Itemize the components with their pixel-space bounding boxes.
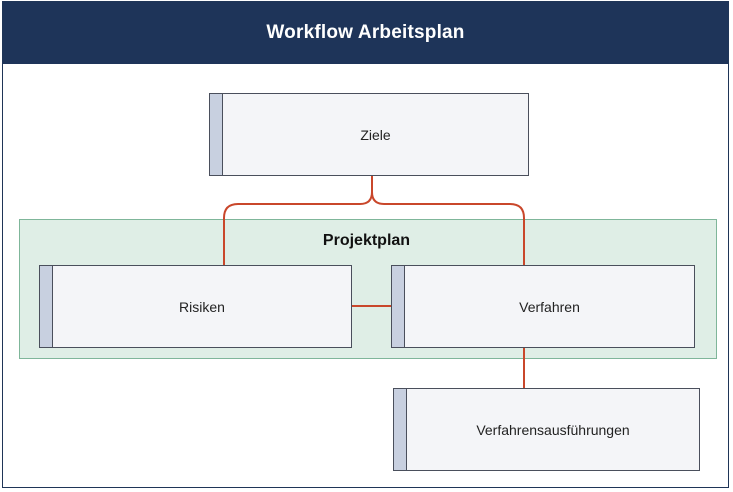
node-verfahren[interactable]: Verfahren [391,265,695,348]
node-verfahrensausfuehrungen[interactable]: Verfahrensausführungen [393,388,700,471]
node-bar [210,94,223,175]
node-bar [394,389,407,470]
node-ziele[interactable]: Ziele [209,93,529,176]
node-label-risiken: Risiken [179,298,225,315]
node-label-ziele: Ziele [360,126,391,143]
diagram-title: Workflow Arbeitsplan [3,2,728,64]
node-label-verfahren: Verfahren [519,298,580,315]
group-title: Projektplan [322,232,411,249]
node-label-verfahrensausfuehrungen: Verfahrensausführungen [476,421,630,438]
node-risiken[interactable]: Risiken [39,265,352,348]
node-bar [392,266,405,347]
node-bar [40,266,53,347]
